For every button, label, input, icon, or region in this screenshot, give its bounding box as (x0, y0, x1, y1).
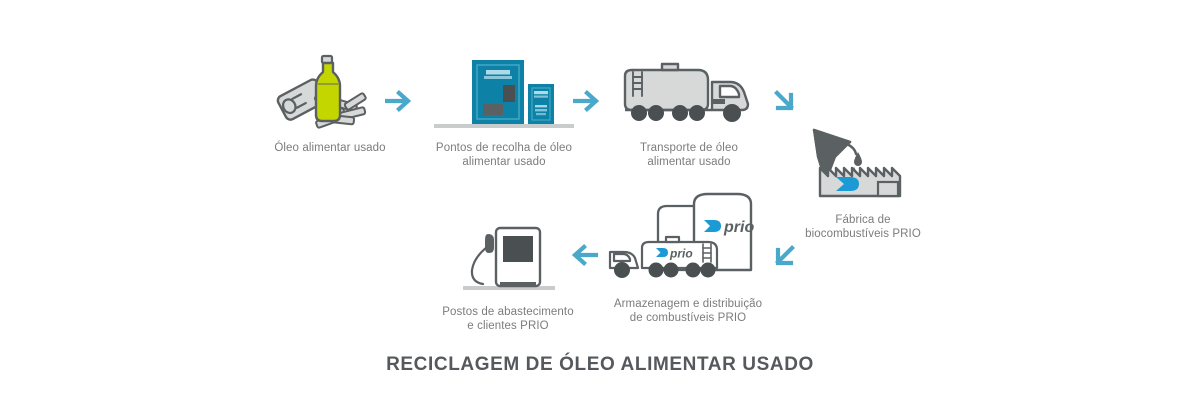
storage-tanks-truck-icon: prio (604, 190, 772, 291)
diagram-title: RECICLAGEM DE ÓLEO ALIMENTAR USADO (386, 354, 814, 375)
svg-text:prio: prio (669, 247, 693, 261)
biofuel-factory-icon (792, 126, 934, 207)
arrow-right-icon (572, 88, 603, 119)
svg-text:prio: prio (723, 219, 754, 236)
tanker-truck-icon (608, 52, 770, 135)
step-caption: Armazenagem e distribuição de combustíve… (613, 298, 763, 324)
step-caption: Fábrica de biocombustíveis PRIO (805, 214, 921, 240)
step-biofuel-factory: Fábrica de biocombustíveis PRIO (792, 126, 934, 241)
arrow-down-left-icon (770, 241, 800, 276)
step-storage-distribution: prio (604, 190, 772, 325)
step-fuel-stations: Postos de abastecimento e clientes PRIO (428, 220, 588, 333)
oil-collection-kiosk-icon (420, 52, 588, 135)
step-caption: Óleo alimentar usado (274, 142, 386, 154)
step-collection-points: Pontos de recolha de óleo alimentar usad… (420, 52, 588, 169)
step-used-cooking-oil: Óleo alimentar usado (258, 52, 402, 155)
fuel-pump-icon (428, 220, 588, 299)
arrow-down-right-icon (770, 86, 800, 121)
used-cooking-oil-icon (258, 52, 402, 135)
arrow-right-icon (384, 88, 415, 119)
step-caption: Pontos de recolha de óleo alimentar usad… (435, 142, 573, 168)
step-transport: Transporte de óleo alimentar usado (608, 52, 770, 169)
step-caption: Transporte de óleo alimentar usado (640, 142, 738, 168)
arrow-left-icon (570, 242, 600, 273)
step-caption: Postos de abastecimento e clientes PRIO (442, 306, 574, 332)
